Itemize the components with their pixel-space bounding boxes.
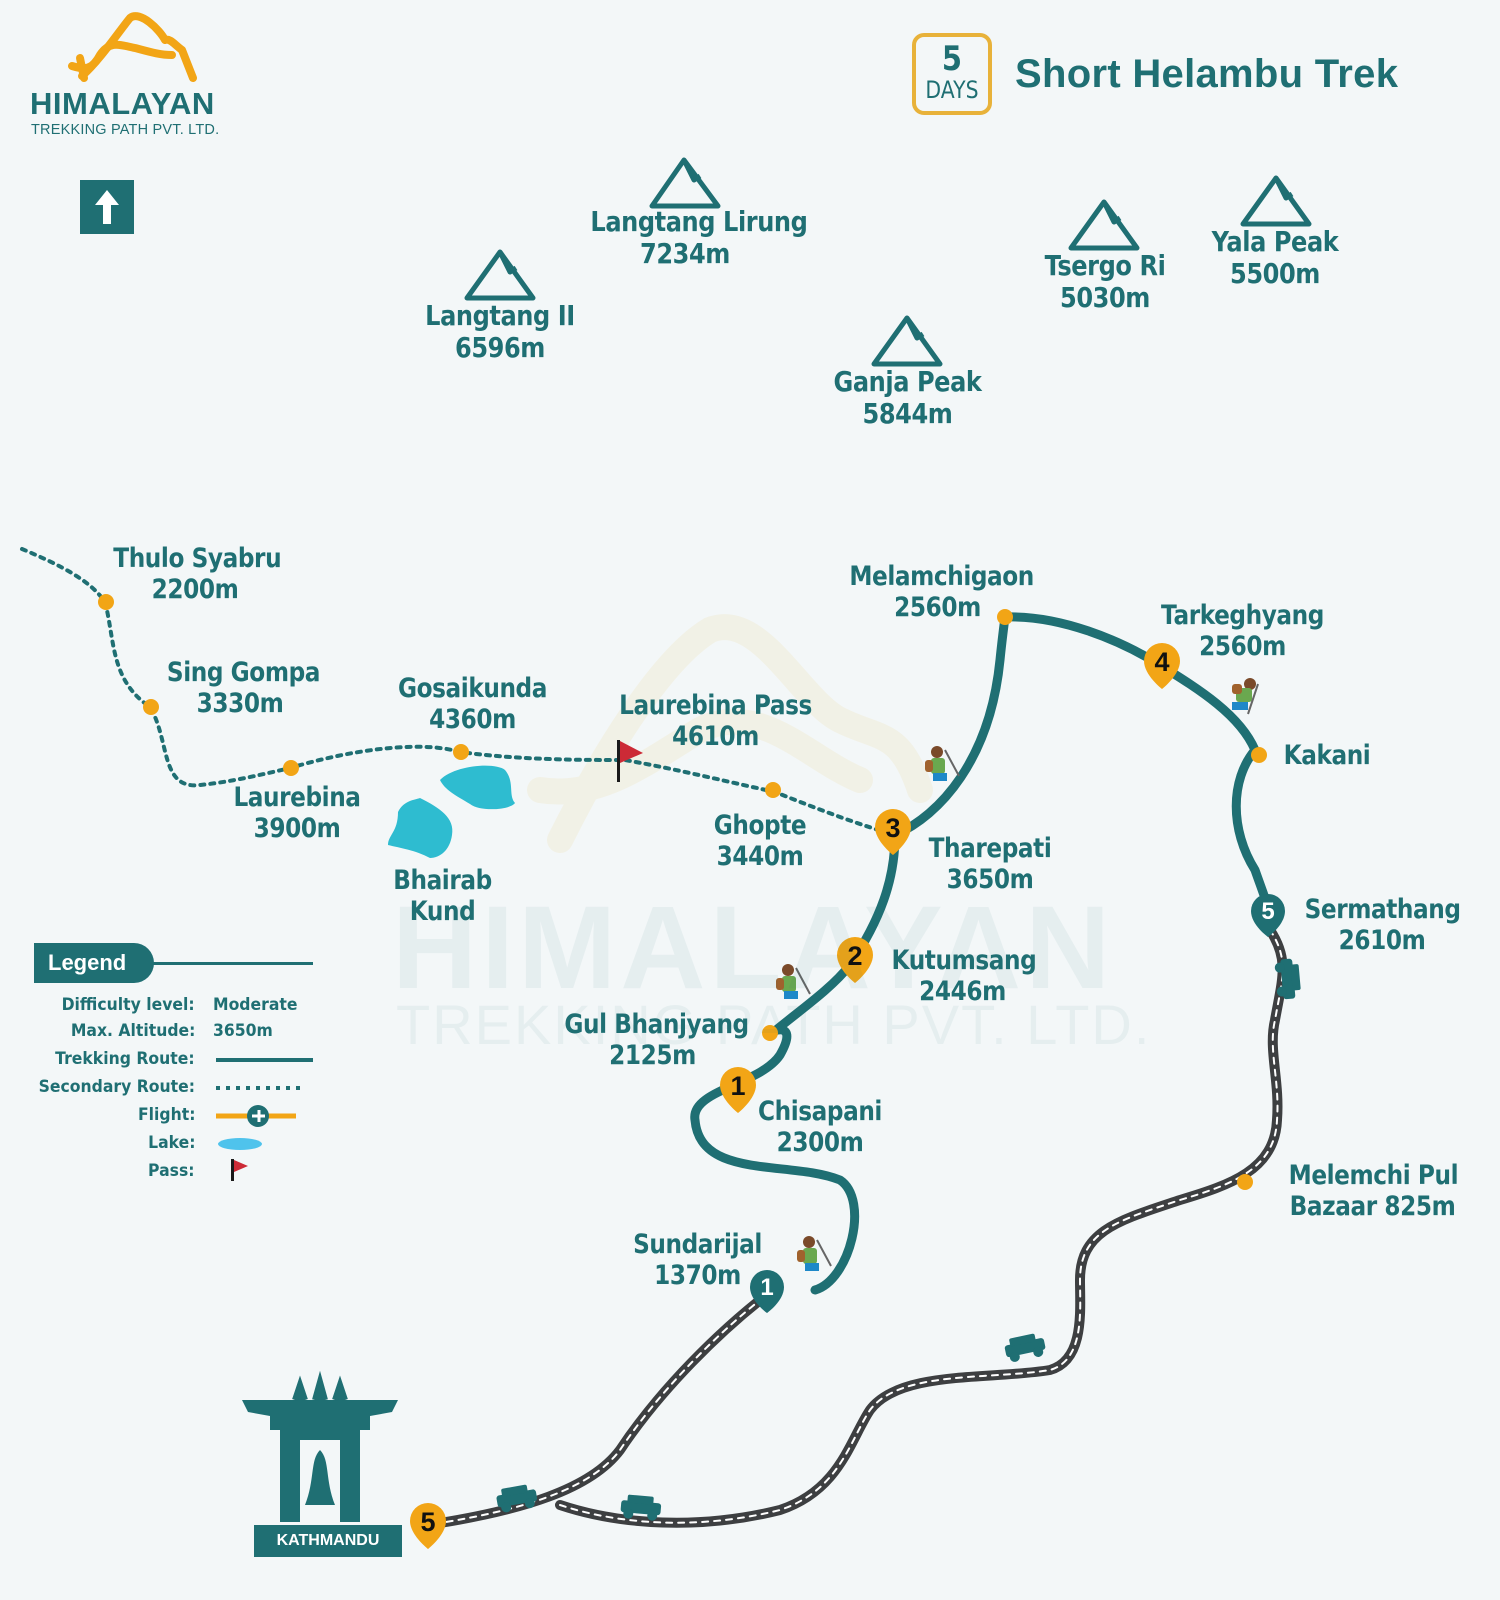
legend-row: Flight:: [137, 1105, 195, 1125]
legend-row: Secondary Route:: [38, 1077, 195, 1097]
day-pin-icon: [410, 643, 1285, 1549]
day-marker: 5: [420, 1507, 436, 1537]
jeep-icon: [496, 958, 1301, 1521]
waypoint-dots: [98, 594, 1267, 1190]
city-label-kathmandu: KATHMANDU: [254, 1525, 402, 1557]
legend-row: Trekking Route:: [55, 1049, 195, 1069]
day-marker: 4: [1154, 647, 1170, 677]
lake-gosaikunda: [440, 765, 515, 810]
secondary-route: [20, 547, 897, 837]
legend-row: Max. Altitude:3650m: [70, 1021, 273, 1041]
day-marker: 2: [847, 941, 863, 971]
legend-title: Legend: [34, 943, 154, 983]
watermark-logo-icon: [527, 614, 933, 853]
legend-symbols: [216, 1058, 313, 1181]
page-title: Short Helambu Trek: [1015, 52, 1399, 96]
company-logo-icon: [68, 12, 197, 82]
days-number: 5: [941, 39, 963, 79]
watermark-tagline: TREKKING PATH PVT. LTD.: [396, 993, 1152, 1056]
legend-row: Pass:: [148, 1161, 195, 1181]
watermark-name: HIMALAYAN: [392, 882, 1115, 1014]
lake-bhairab-kund: [388, 798, 453, 858]
day-marker: 3: [885, 813, 901, 843]
temple-gate-icon: [242, 1370, 398, 1522]
pass-flag-icon: [617, 740, 643, 782]
brand-name: HIMALAYAN: [30, 86, 215, 121]
north-indicator: [80, 180, 134, 234]
north-arrow-icon: [95, 190, 119, 224]
day-marker: 1: [760, 1274, 774, 1301]
days-badge: 5 DAYS: [912, 33, 992, 115]
legend-row: Difficulty level:Moderate: [61, 995, 298, 1015]
day-marker: 1: [730, 1071, 746, 1101]
mountain-peak-icon: [464, 157, 1312, 367]
brand-tagline: TREKKING PATH PVT. LTD.: [31, 122, 220, 138]
legend-divider: [150, 962, 313, 965]
place-label: Kakani: [1283, 740, 1371, 771]
day-marker: 5: [1261, 898, 1275, 925]
days-label: DAYS: [925, 76, 979, 104]
legend-row: Lake:: [147, 1133, 195, 1153]
trekker-icon: [776, 678, 1259, 1271]
